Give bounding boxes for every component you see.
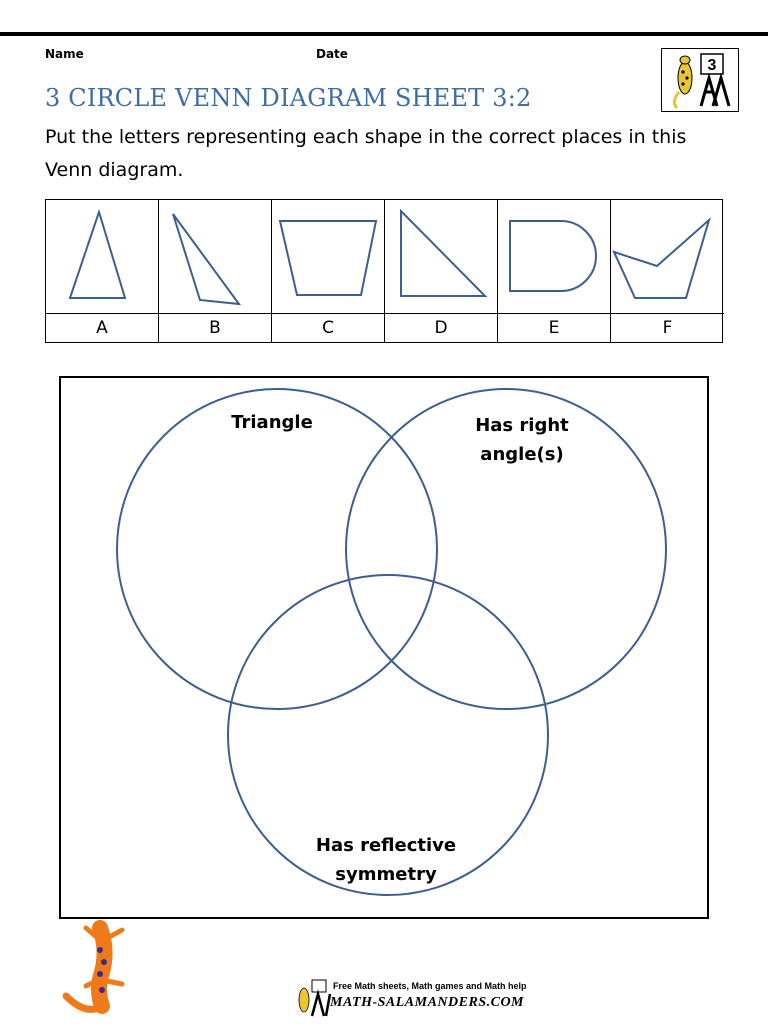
top-rule [0, 32, 768, 36]
grade-badge: 3 [708, 57, 717, 74]
math-salamanders-logo [292, 978, 524, 1018]
right-angle-label-line1: Has right [475, 415, 569, 436]
grade-logo: 3 [661, 48, 739, 112]
footer-tagline: Free Math sheets, Math games and Math he… [333, 981, 527, 991]
d-shape-icon [509, 220, 597, 292]
salamander-mascot-icon [56, 920, 136, 1025]
shape-cell-f: F [611, 200, 724, 342]
triangle-circle [116, 388, 438, 710]
irregular-pentagon-icon [612, 216, 711, 299]
right-angle-label: Has right angle(s) [462, 411, 582, 469]
symmetry-circle [227, 574, 549, 896]
date-label: Date [316, 47, 348, 61]
shape-cell-b: B [159, 200, 272, 342]
shape-cell-e: E [498, 200, 611, 342]
symmetry-label-line1: Has reflective [315, 835, 457, 856]
right-angle-label-line2: angle(s) [480, 444, 564, 465]
shape-letter-e: E [548, 318, 560, 338]
shape-cell-d: D [385, 200, 498, 342]
name-label: Name [45, 47, 84, 61]
footer-site-link[interactable]: MATH-SALAMANDERS.COM [330, 995, 524, 1010]
shape-cell-a: A [46, 200, 159, 342]
shape-cell-c: C [272, 200, 385, 342]
shape-letter-b: B [209, 318, 221, 338]
right-triangle-icon [400, 208, 488, 297]
trapezoid-icon [278, 220, 378, 296]
symmetry-label-line2: symmetry [335, 864, 437, 885]
venn-frame [59, 376, 709, 919]
shape-letter-c: C [322, 318, 334, 338]
venn-diagram [116, 388, 667, 896]
right-angle-circle [345, 388, 667, 710]
shape-letter-a: A [96, 318, 108, 338]
shapes-table: A B C D E [45, 199, 724, 343]
shape-letter-d: D [434, 318, 448, 338]
isosceles-triangle-icon [68, 208, 127, 299]
page-title: 3 CIRCLE VENN DIAGRAM SHEET 3:2 [45, 84, 532, 112]
scalene-triangle-icon [172, 213, 242, 306]
instructions: Put the letters representing each shape … [45, 126, 687, 181]
shape-letter-f: F [662, 318, 673, 338]
symmetry-label: Has reflective symmetry [296, 831, 476, 889]
triangle-label: Triangle [231, 412, 313, 433]
